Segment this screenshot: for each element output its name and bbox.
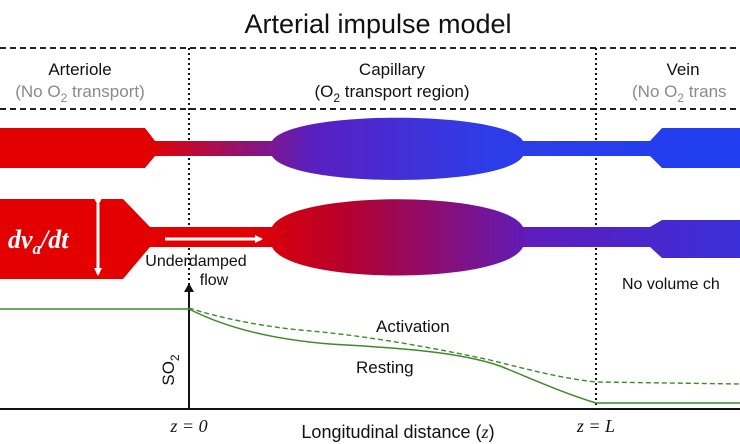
x-axis-label: Longitudinal distance (z)	[301, 422, 494, 442]
vessel-resting	[0, 117, 740, 180]
curve-activation	[188, 307, 740, 385]
vein-note: (No O2 trans	[632, 82, 727, 105]
y-axis-label: SO2	[159, 354, 182, 386]
impulse-label: dva/dt	[8, 225, 69, 258]
curve-resting	[0, 308, 740, 404]
y-axis-arrowhead	[184, 283, 194, 292]
zL-label: z = L	[576, 416, 615, 436]
arteriole-note: (No O2 transport)	[15, 82, 145, 105]
diagram-title: Arterial impulse model	[244, 9, 511, 39]
z0-label: z = 0	[169, 416, 207, 436]
vein-label: Vein	[666, 60, 699, 79]
capillary-label: Capillary	[359, 60, 426, 79]
arteriole-label: Arteriole	[48, 60, 111, 79]
vessel-activation	[0, 199, 740, 279]
resting-label: Resting	[356, 358, 414, 377]
no-volume-label: No volume ch	[622, 276, 720, 293]
capillary-note: (O2 transport region)	[314, 82, 469, 105]
activation-label: Activation	[376, 317, 450, 336]
